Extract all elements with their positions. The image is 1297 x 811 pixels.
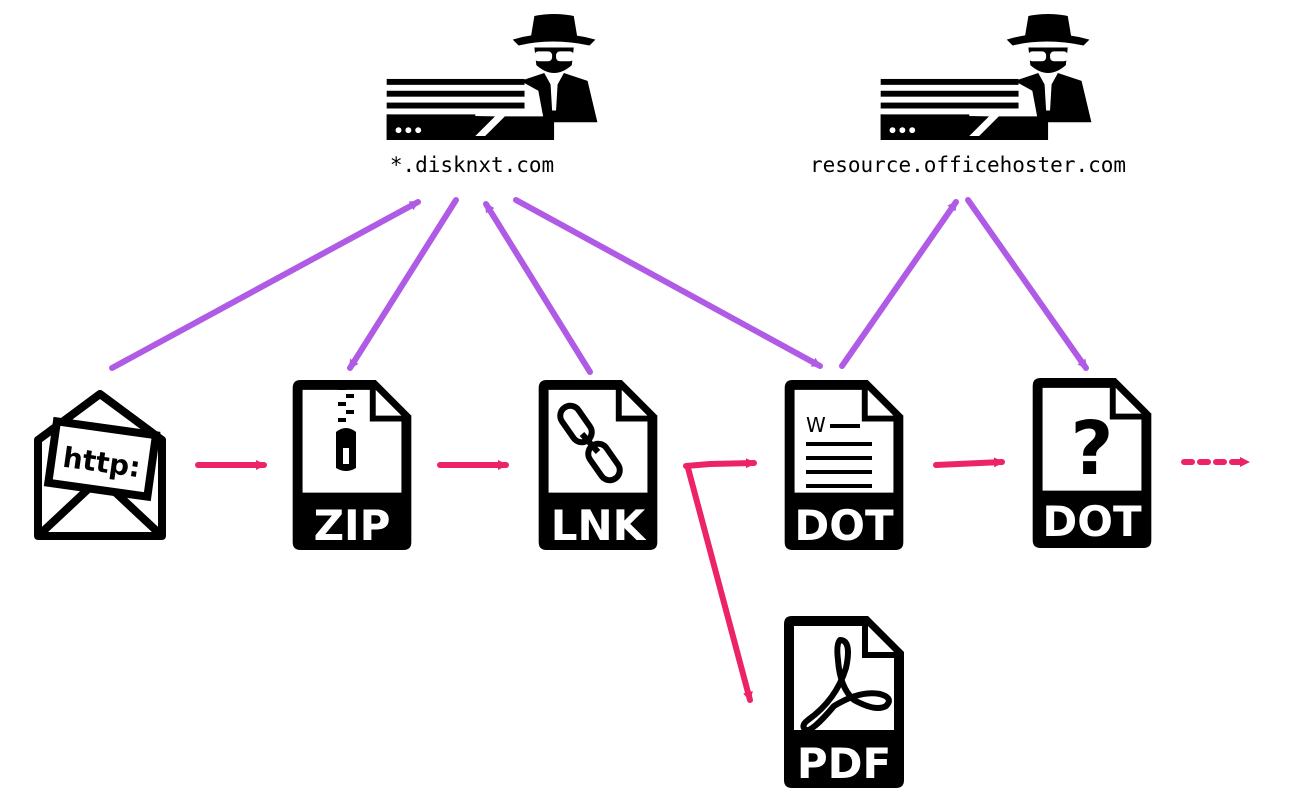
flow-arrow-lnk-to-dot — [683, 458, 757, 469]
flow-arrow-dot-to-dot2 — [933, 457, 1005, 468]
hacker-server-icon — [880, 13, 1092, 140]
acrobat-logo-icon — [800, 637, 892, 734]
c2-arrow-email-to-disknxt — [109, 199, 421, 371]
dot2-file-label: DOT — [1042, 497, 1142, 546]
server-label-officehoster: resource.officehoster.com — [810, 153, 1126, 177]
dot-file-label: DOT — [794, 501, 894, 550]
email-envelope-icon: http: — [34, 390, 166, 540]
c2-arrow-disknxt-to-zip — [347, 197, 459, 371]
c2-links — [109, 197, 1089, 375]
pdf-file-node: PDF — [784, 616, 904, 788]
server-officehoster: resource.officehoster.com — [810, 13, 1126, 177]
lnk-file-node: LNK — [538, 379, 658, 551]
hacker-server-icon — [386, 13, 598, 140]
zipper-icon — [336, 386, 356, 471]
c2-arrow-dot-to-officehoster — [839, 199, 959, 369]
dot2-file-node: ? DOT — [1032, 377, 1152, 549]
zip-file-label: ZIP — [314, 501, 391, 550]
flow-arrow-lnk-to-pdf — [685, 465, 753, 703]
flow-links — [195, 457, 1251, 703]
c2-arrow-lnk-to-disknxt — [483, 201, 593, 375]
server-disknxt: *.disknxt.com — [386, 13, 598, 177]
dot-file-node: W DOT — [784, 379, 904, 551]
pdf-file-label: PDF — [797, 739, 891, 788]
document-lines-icon: W — [806, 413, 872, 488]
server-label-disknxt: *.disknxt.com — [390, 153, 554, 177]
zip-file-node: ZIP — [292, 379, 412, 551]
chain-link-icon — [557, 402, 623, 484]
lnk-file-label: LNK — [551, 501, 647, 550]
c2-arrow-officehoster-to-dot2 — [965, 197, 1089, 371]
word-w-glyph: W — [806, 413, 826, 437]
question-mark-glyph: ? — [1071, 406, 1114, 492]
c2-arrow-disknxt-to-dot — [513, 197, 823, 369]
